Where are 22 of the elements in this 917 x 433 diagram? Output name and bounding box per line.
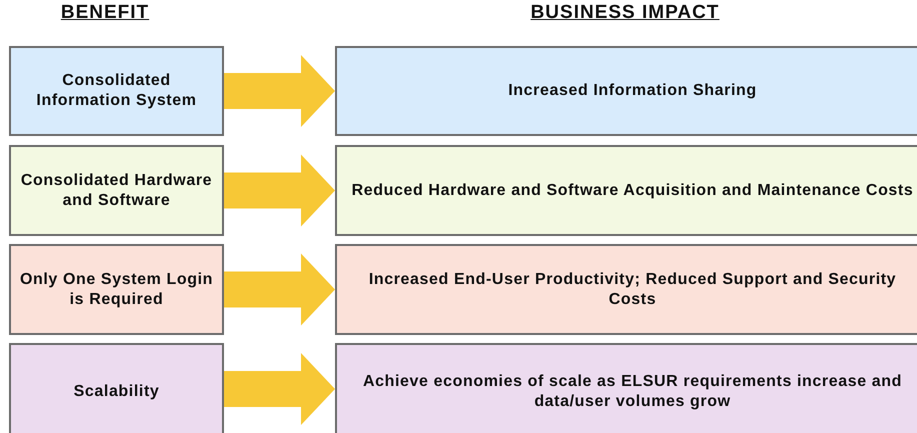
benefit-text: Scalability: [74, 382, 160, 402]
benefit-text: Consolidated Hardware and Software: [20, 170, 214, 210]
benefit-box: [9, 343, 224, 433]
impact-text: Increased End-User Productivity; Reduced Support and Security Costs: [368, 270, 898, 310]
arrow: [224, 353, 335, 425]
benefit-box: [9, 145, 224, 236]
arrow: [224, 254, 335, 326]
impact-box: [335, 46, 917, 136]
impact-box: [335, 244, 917, 335]
benefit-text: Only One System Login is Required: [19, 270, 214, 310]
benefit-box: [9, 244, 224, 335]
impact-text: Achieve economies of scale as ELSUR requirements increase and data/user volumes grow: [362, 372, 904, 412]
column-heading: BENEFIT: [60, 2, 150, 24]
arrow: [224, 154, 335, 226]
impact-text: Reduced Hardware and Software Acquisition and Maintenance Costs: [352, 180, 914, 200]
arrow: [224, 55, 335, 127]
column-heading: BUSINESS IMPACT: [530, 2, 720, 24]
impact-box: [335, 145, 917, 236]
benefit-box: [9, 46, 224, 136]
benefit-text: Consolidated Information System: [35, 71, 198, 111]
impact-box: [335, 343, 917, 433]
impact-text: Increased Information Sharing: [508, 81, 757, 101]
